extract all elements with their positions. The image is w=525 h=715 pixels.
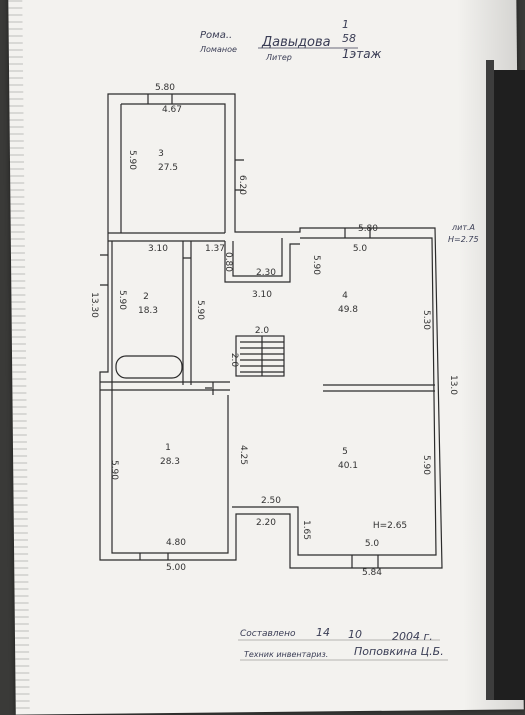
footer-inspector-name: Поповкина Ц.Б.	[354, 645, 444, 658]
header-line3-a: Литер	[265, 53, 292, 62]
header-street: Давыдова	[261, 35, 331, 50]
dim-height-note: Н=2.65	[373, 521, 407, 531]
footer-date-label: Составлено	[240, 629, 296, 639]
dim-notch-bottom: 3.10	[252, 290, 272, 300]
footer-day: 14	[316, 626, 330, 639]
dim-left-outer: 13.30	[89, 292, 99, 318]
footer-year: 2004 г.	[392, 630, 433, 643]
floor-plan: Рома.. 1 Ломаное Давыдова 58 Литер 1этаж…	[89, 18, 525, 700]
room-1-area: 28.3	[160, 457, 180, 467]
dim-room5-right: 5.90	[421, 455, 431, 475]
dim-stair: 2.0	[255, 326, 270, 336]
dim-room1-bottom-outer: 5.00	[166, 563, 186, 573]
dim-room4-top-inner: 5.0	[353, 244, 368, 254]
dim-room5-bottom-inner: 5.0	[365, 539, 380, 549]
side-note-line2: Н=2.75	[448, 235, 479, 244]
dim-notch-top: 2.30	[256, 268, 276, 278]
dim-porch-inner: 2.20	[256, 518, 276, 528]
dim-notch: 0.80	[223, 252, 233, 272]
footer-inspector-label: Техник инвентариз.	[244, 650, 328, 659]
room-3-number: 3	[158, 149, 164, 159]
room-4-number: 4	[342, 291, 348, 301]
dim-top-inner: 4.67	[162, 105, 182, 115]
binder-rail	[490, 70, 525, 700]
dim-room2-small: 1.37	[205, 244, 225, 254]
dim-room4-right: 5.30	[421, 310, 431, 330]
dim-room3-right: 6.20	[237, 175, 247, 195]
room-2-area: 18.3	[138, 306, 158, 316]
dim-room1-left: 5.90	[109, 460, 119, 480]
footer-month: 10	[348, 628, 362, 641]
room-1-number: 1	[165, 443, 171, 453]
header-line1-a: Рома..	[200, 30, 232, 41]
header-line2-a: Ломаное	[199, 45, 237, 54]
dim-stair-side: 2.0	[229, 353, 239, 368]
header-line1-b: 1	[342, 18, 349, 31]
side-note-line1: лит.А	[451, 223, 475, 232]
header-house-number: 58	[342, 32, 356, 45]
dim-room1-right: 4.25	[238, 445, 248, 465]
dim-right-outer: 13.0	[448, 375, 458, 395]
dim-room1-bottom-inner: 4.80	[166, 538, 186, 548]
binder-edge	[486, 60, 494, 700]
dim-room2-left: 5.90	[117, 290, 127, 310]
dim-room3-left: 5.90	[127, 150, 137, 170]
dim-porch-top: 2.50	[261, 496, 281, 506]
dim-notch-side: 5.90	[311, 255, 321, 275]
dim-room5-bottom-outer: 5.84	[362, 568, 382, 578]
room-2-number: 2	[143, 292, 149, 302]
dim-room2-right: 5.90	[195, 300, 205, 320]
room-4-area: 49.8	[338, 305, 358, 315]
dim-top-outer: 5.80	[155, 83, 175, 93]
room-3-area: 27.5	[158, 163, 178, 173]
dim-room2-top: 3.10	[148, 244, 168, 254]
room-5-number: 5	[342, 447, 348, 457]
header-floor: 1этаж	[342, 47, 382, 61]
dim-room4-top: 5.80	[358, 224, 378, 234]
room-5-area: 40.1	[338, 461, 358, 471]
dim-porch-side: 1.65	[301, 520, 311, 540]
